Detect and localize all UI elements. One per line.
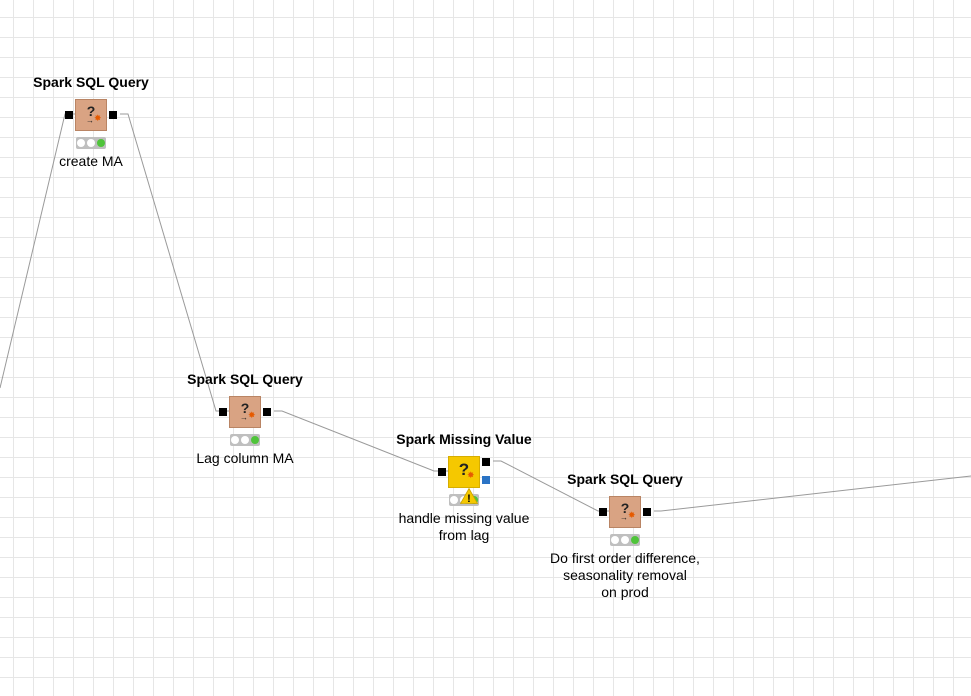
input-port[interactable] <box>219 408 227 416</box>
node-label[interactable]: handle missing value from lag <box>364 510 564 544</box>
node-label-line: create MA <box>59 153 123 169</box>
node-title: Spark Missing Value <box>396 431 532 447</box>
status-light-red <box>611 536 619 544</box>
output-port[interactable] <box>109 111 117 119</box>
spark-missing-value-icon: ? <box>458 460 470 479</box>
input-port[interactable] <box>65 111 73 119</box>
node-label-line: on prod <box>601 584 649 600</box>
star-icon: ✸ <box>94 113 102 123</box>
input-port[interactable] <box>438 468 446 476</box>
node-label-line: handle missing value <box>398 510 530 526</box>
status-light-green <box>251 436 259 444</box>
arrow-icon: → <box>86 116 94 125</box>
arrow-icon: → <box>240 413 248 422</box>
node-label-line: from lag <box>438 527 490 543</box>
arrow-icon: → <box>620 513 628 522</box>
warning-symbol: ! <box>467 493 471 504</box>
node-label[interactable]: Lag column MA <box>145 450 345 467</box>
status-light-red <box>450 496 458 504</box>
node-title: Spark SQL Query <box>567 471 683 487</box>
status-light-green <box>97 139 105 147</box>
node-label-line: Do first order difference, <box>550 550 700 566</box>
status-light-red <box>77 139 85 147</box>
status-light-yellow <box>241 436 249 444</box>
status-traffic-light <box>76 137 106 149</box>
status-traffic-light <box>230 434 260 446</box>
status-light-yellow <box>621 536 629 544</box>
spark-sql-icon: ? <box>620 500 630 516</box>
input-port[interactable] <box>599 508 607 516</box>
node-body[interactable]: ? → ✸ <box>609 496 641 528</box>
output-port[interactable] <box>263 408 271 416</box>
warning-icon[interactable]: ! <box>460 488 478 504</box>
star-icon: ✸ <box>628 510 636 520</box>
node-label-line: Lag column MA <box>196 450 294 466</box>
node-title: Spark SQL Query <box>33 74 149 90</box>
node-body[interactable]: ? → ✸ <box>229 396 261 428</box>
status-light-yellow <box>87 139 95 147</box>
status-traffic-light <box>610 534 640 546</box>
node-label[interactable]: Do first order difference, seasonality r… <box>525 550 725 601</box>
node-body[interactable]: ? ✸ <box>448 456 480 488</box>
output-port[interactable] <box>643 508 651 516</box>
node-body[interactable]: ? → ✸ <box>75 99 107 131</box>
node-label[interactable]: create MA <box>0 153 191 170</box>
model-output-port[interactable] <box>482 476 490 484</box>
status-light-green <box>631 536 639 544</box>
spark-sql-icon: ? <box>240 400 250 416</box>
star-icon: ✸ <box>467 470 475 480</box>
status-light-red <box>231 436 239 444</box>
node-title: Spark SQL Query <box>187 371 303 387</box>
spark-sql-icon: ? <box>86 103 96 119</box>
star-icon: ✸ <box>248 410 256 420</box>
output-port[interactable] <box>482 458 490 466</box>
node-label-line: seasonality removal <box>563 567 687 583</box>
